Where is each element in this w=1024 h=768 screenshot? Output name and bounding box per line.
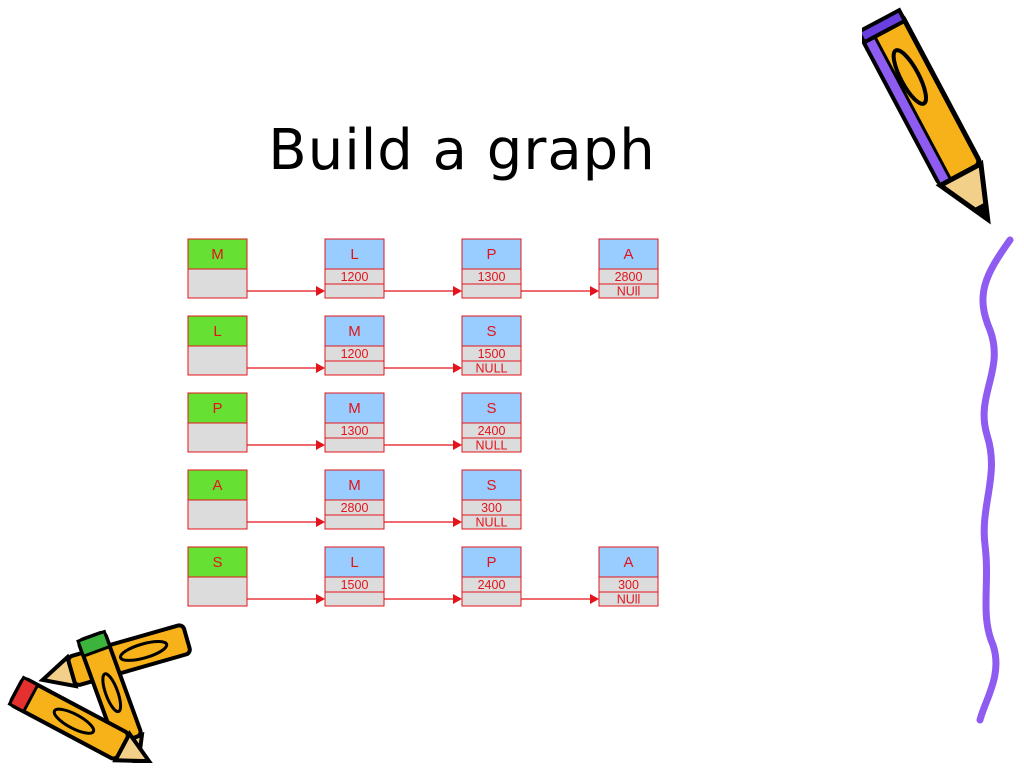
node-name-L: L	[350, 554, 358, 571]
node-next-null: NUll	[617, 285, 641, 299]
vertex-head-M	[187, 238, 248, 270]
node-address: 2400	[478, 424, 506, 438]
edge-arrow-A-S-head	[453, 517, 462, 527]
vertex-pointer-L	[187, 345, 248, 376]
node-name-cell-M	[324, 392, 385, 424]
edge-arrow-S-L-head	[316, 594, 325, 604]
node-address: 1300	[341, 424, 369, 438]
node-address: 300	[481, 501, 502, 515]
node-name-M: M	[348, 323, 361, 340]
edge-arrow-L-M-head	[316, 363, 325, 373]
vertex-pointer-P	[187, 422, 248, 453]
node-address: 1200	[341, 347, 369, 361]
node-next-null: NULL	[476, 439, 508, 453]
vertex-label-A: A	[212, 477, 222, 494]
node-address: 1500	[341, 578, 369, 592]
vertex-label-P: P	[212, 400, 222, 417]
vertex-label-L: L	[213, 323, 221, 340]
edge-arrow-L-S-head	[453, 363, 462, 373]
node-next-cell	[324, 514, 385, 530]
node-name-A: A	[623, 246, 633, 263]
node-address: 300	[618, 578, 639, 592]
crossed-pencils-icon	[7, 623, 192, 763]
node-name-cell-P	[461, 238, 522, 270]
wavy-line-icon	[976, 236, 1014, 724]
node-address: 1500	[478, 347, 506, 361]
node-address: 2800	[341, 501, 369, 515]
node-next-null: NULL	[476, 362, 508, 376]
edge-arrow-P-M-head	[316, 440, 325, 450]
node-name-A: A	[623, 554, 633, 571]
node-name-cell-P	[461, 546, 522, 578]
node-next-null: NULL	[476, 516, 508, 530]
node-name-P: P	[486, 246, 496, 263]
node-next-cell	[461, 360, 522, 376]
node-name-cell-L	[324, 238, 385, 270]
node-next-cell	[461, 437, 522, 453]
vertex-label-M: M	[211, 246, 224, 263]
edge-arrow-M-L-head	[316, 286, 325, 296]
edge-arrow-S-P-head	[453, 594, 462, 604]
edge-arrow-M-P-head	[453, 286, 462, 296]
node-name-cell-A	[598, 238, 659, 270]
node-name-S: S	[486, 477, 496, 494]
node-name-S: S	[486, 323, 496, 340]
node-next-cell	[324, 437, 385, 453]
vertex-pointer-S	[187, 576, 248, 607]
node-next-cell	[324, 591, 385, 607]
edge-arrow-P-S-head	[453, 440, 462, 450]
vertex-pointer-M	[187, 268, 248, 299]
vertex-head-L	[187, 315, 248, 347]
edge-arrow-S-A-head	[590, 594, 599, 604]
node-next-cell	[324, 283, 385, 299]
node-name-M: M	[348, 477, 361, 494]
node-address: 2800	[615, 270, 643, 284]
node-name-M: M	[348, 400, 361, 417]
node-next-cell	[324, 360, 385, 376]
edge-arrow-A-M-head	[316, 517, 325, 527]
node-next-cell	[598, 591, 659, 607]
node-next-null: NUll	[617, 593, 641, 607]
node-name-cell-S	[461, 392, 522, 424]
node-name-cell-M	[324, 315, 385, 347]
node-name-L: L	[350, 246, 358, 263]
node-next-cell	[461, 283, 522, 299]
node-address: 2400	[478, 578, 506, 592]
node-next-cell	[598, 283, 659, 299]
node-address: 1200	[341, 270, 369, 284]
node-next-cell	[461, 514, 522, 530]
pencil-icon	[862, 7, 991, 225]
vertex-label-S: S	[212, 554, 222, 571]
edge-arrow-M-A-head	[590, 286, 599, 296]
node-address: 1300	[478, 270, 506, 284]
node-name-cell-S	[461, 469, 522, 501]
node-name-cell-A	[598, 546, 659, 578]
node-next-cell	[461, 591, 522, 607]
node-name-P: P	[486, 554, 496, 571]
node-name-S: S	[486, 400, 496, 417]
slide-title: Build a graph	[268, 118, 656, 183]
vertex-pointer-A	[187, 499, 248, 530]
